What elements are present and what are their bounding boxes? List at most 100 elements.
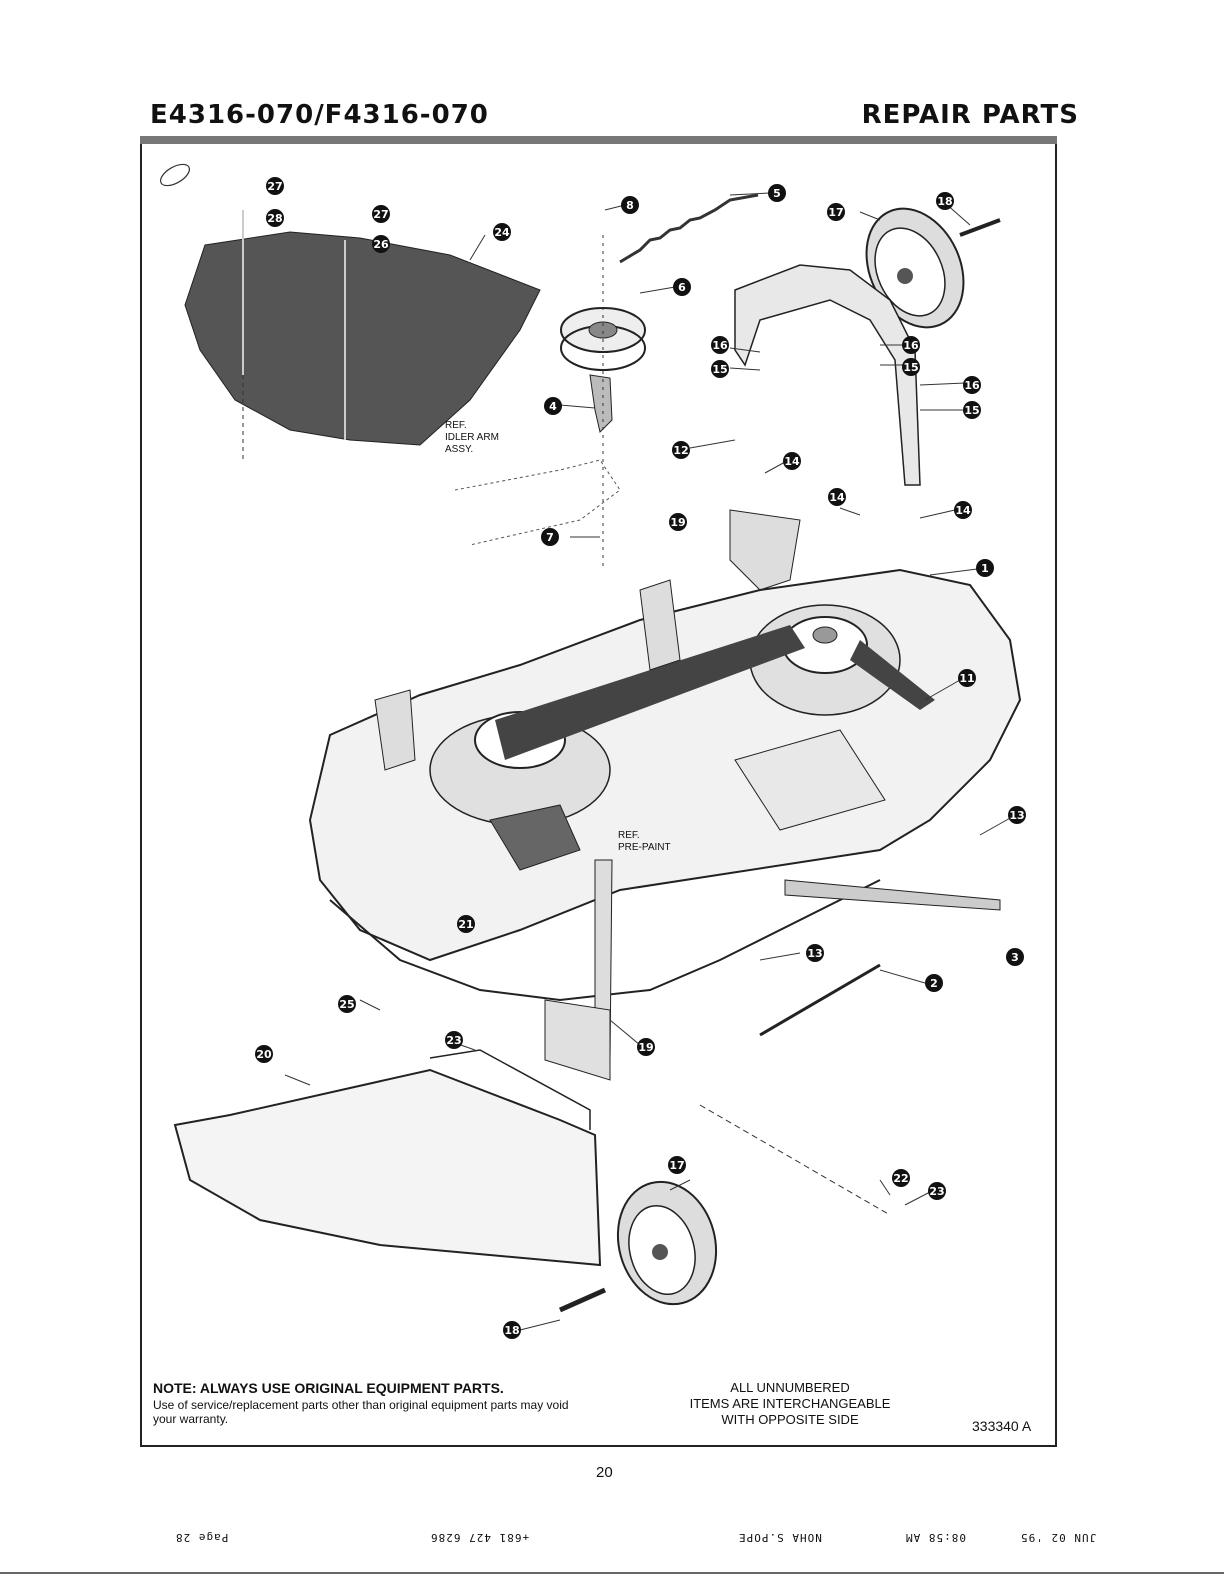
svg-text:27: 27 xyxy=(267,180,282,193)
fax-phone: +681 427 6286 xyxy=(430,1531,530,1544)
svg-text:15: 15 xyxy=(712,363,727,376)
svg-text:13: 13 xyxy=(1009,809,1024,822)
ref-prepaint-label-1: REF. xyxy=(618,830,640,841)
mower-deck-shape xyxy=(308,568,1022,1081)
discharge-chute-shape xyxy=(184,210,541,460)
svg-text:3: 3 xyxy=(1011,951,1019,964)
svg-text:5: 5 xyxy=(773,187,781,200)
svg-text:18: 18 xyxy=(504,1324,519,1337)
callout-14b: 14 xyxy=(828,488,846,506)
ref-idler-label-2: IDLER ARM xyxy=(445,432,499,443)
callout-25: 25 xyxy=(338,995,356,1013)
callout-23: 23 xyxy=(928,1182,946,1200)
svg-text:17: 17 xyxy=(669,1159,684,1172)
ref-idler-label-3: ASSY. xyxy=(445,444,473,455)
svg-text:25: 25 xyxy=(339,998,354,1011)
svg-text:15: 15 xyxy=(964,404,979,417)
callout-4: 4 xyxy=(544,397,562,415)
unnumbered-line-3: WITH OPPOSITE SIDE xyxy=(721,1412,859,1427)
svg-text:20: 20 xyxy=(256,1048,272,1061)
svg-text:16: 16 xyxy=(903,339,919,352)
callout-18: 18 xyxy=(936,192,954,210)
callout-14: 14 xyxy=(783,452,801,470)
callout-8: 8 xyxy=(621,196,639,214)
callout-12: 12 xyxy=(672,441,690,459)
frame-top-bar xyxy=(140,136,1057,144)
unnumbered-items-note: ALL UNNUMBERED ITEMS ARE INTERCHANGEABLE… xyxy=(640,1380,940,1428)
callout-15b: 15 xyxy=(902,358,920,376)
callout-11: 11 xyxy=(958,669,976,687)
svg-text:4: 4 xyxy=(549,400,557,413)
callout-26: 26 xyxy=(372,235,390,253)
fax-page: Page 28 xyxy=(175,1531,229,1544)
svg-text:2: 2 xyxy=(930,977,938,990)
ref-prepaint-label-2: PRE-PAINT xyxy=(618,842,671,853)
svg-text:17: 17 xyxy=(828,206,843,219)
svg-text:14: 14 xyxy=(784,455,800,468)
callout-15c: 15 xyxy=(963,401,981,419)
callout-18b: 18 xyxy=(503,1321,521,1339)
callout-20: 20 xyxy=(255,1045,273,1063)
callout-19: 19 xyxy=(669,513,687,531)
callout-17b: 17 xyxy=(668,1156,686,1174)
callout-14c: 14 xyxy=(954,501,972,519)
callout-markers: 1 2 3 4 5 6 7 8 11 12 13 13 14 14 14 15 … xyxy=(255,177,1026,1339)
svg-text:23: 23 xyxy=(446,1034,461,1047)
callout-22: 22 xyxy=(892,1169,910,1187)
svg-text:24: 24 xyxy=(494,226,510,239)
callout-23b: 23 xyxy=(445,1031,463,1049)
svg-text:6: 6 xyxy=(678,281,686,294)
svg-text:22: 22 xyxy=(893,1172,908,1185)
svg-text:8: 8 xyxy=(626,199,634,212)
svg-text:27: 27 xyxy=(373,208,388,221)
svg-text:16: 16 xyxy=(964,379,980,392)
svg-text:18: 18 xyxy=(937,195,952,208)
fax-time: 08:58 AM xyxy=(905,1531,966,1544)
callout-21: 21 xyxy=(457,915,475,933)
repair-parts-heading: REPAIR PARTS xyxy=(861,100,1079,130)
callout-13: 13 xyxy=(1008,806,1026,824)
svg-text:14: 14 xyxy=(829,491,845,504)
callout-27: 27 xyxy=(266,177,284,195)
svg-text:21: 21 xyxy=(458,918,473,931)
bottom-rule xyxy=(0,1572,1224,1574)
callout-17: 17 xyxy=(827,203,845,221)
page-number: 20 xyxy=(596,1464,613,1481)
svg-text:1: 1 xyxy=(981,562,989,575)
callout-28: 28 xyxy=(266,209,284,227)
warranty-note-heading: NOTE: ALWAYS USE ORIGINAL EQUIPMENT PART… xyxy=(153,1380,504,1396)
unnumbered-line-1: ALL UNNUMBERED xyxy=(730,1380,850,1395)
ref-idler-label-1: REF. xyxy=(445,420,467,431)
svg-text:19: 19 xyxy=(638,1041,653,1054)
callout-1: 1 xyxy=(976,559,994,577)
svg-text:11: 11 xyxy=(959,672,974,685)
drawing-number: 333340 A xyxy=(972,1418,1032,1434)
callout-6: 6 xyxy=(673,278,691,296)
callout-15: 15 xyxy=(711,360,729,378)
svg-text:28: 28 xyxy=(267,212,282,225)
callout-16: 16 xyxy=(711,336,729,354)
fax-date: JUN 02 '95 xyxy=(1020,1531,1097,1544)
callout-24: 24 xyxy=(493,223,511,241)
svg-text:7: 7 xyxy=(546,531,554,544)
svg-text:23: 23 xyxy=(929,1185,944,1198)
callout-5: 5 xyxy=(768,184,786,202)
svg-text:26: 26 xyxy=(373,238,389,251)
callout-3: 3 xyxy=(1006,948,1024,966)
svg-text:12: 12 xyxy=(673,444,688,457)
model-number-heading: E4316-070/F4316-070 xyxy=(150,100,489,130)
unnumbered-line-2: ITEMS ARE INTERCHANGEABLE xyxy=(689,1396,891,1411)
fax-sender: NOHA S.POPE xyxy=(738,1531,822,1544)
svg-text:19: 19 xyxy=(670,516,685,529)
warranty-note-body: Use of service/replacement parts other t… xyxy=(153,1398,569,1426)
svg-text:16: 16 xyxy=(712,339,728,352)
callout-19b: 19 xyxy=(637,1038,655,1056)
callout-2: 2 xyxy=(925,974,943,992)
svg-text:15: 15 xyxy=(903,361,918,374)
svg-text:14: 14 xyxy=(955,504,971,517)
callout-16c: 16 xyxy=(963,376,981,394)
callout-13b: 13 xyxy=(806,944,824,962)
callout-27b: 27 xyxy=(372,205,390,223)
svg-text:13: 13 xyxy=(807,947,822,960)
